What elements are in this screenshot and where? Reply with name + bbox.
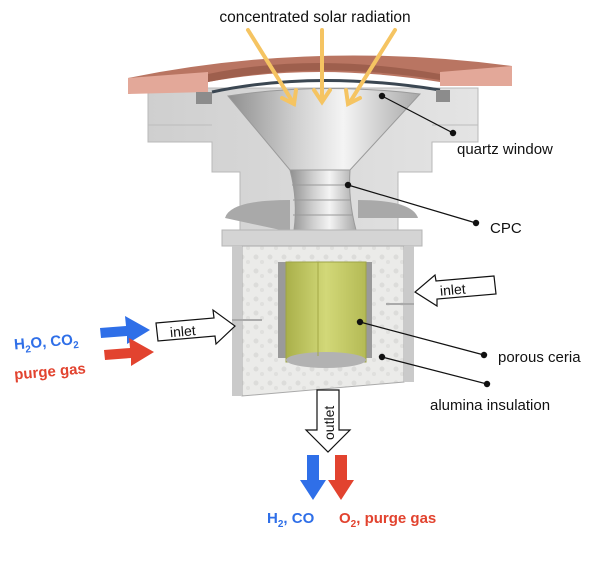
purge-label: purge gas	[14, 360, 87, 383]
inlet-right-label: inlet	[439, 281, 466, 299]
inlet-arrow-left: inlet	[155, 308, 236, 346]
label-quartz-window: quartz window	[457, 141, 553, 158]
reactant-label: H2O, CO2	[13, 331, 79, 357]
oxygen-output-arrow	[328, 455, 354, 500]
leader-lines	[347, 95, 488, 385]
reactant-input-arrow	[100, 316, 150, 344]
label-alumina-insulation: alumina insulation	[430, 397, 550, 414]
window-clamp-left	[196, 92, 212, 104]
fuel-output-label: H2, CO	[267, 510, 315, 530]
porous-ceria-cylinder	[278, 261, 372, 368]
outlet-arrow: outlet	[304, 389, 352, 453]
leader-dots	[344, 92, 491, 388]
purge-input-arrow	[104, 338, 154, 366]
solar-radiation-arrows	[246, 28, 397, 108]
fuel-output-arrow	[300, 455, 326, 500]
label-cpc: CPC	[490, 220, 522, 237]
oxygen-output-label: O2, purge gas	[339, 510, 436, 530]
inlet-arrow-right: inlet	[413, 273, 497, 308]
window-clamp-right	[436, 90, 450, 102]
title-text: concentrated solar radiation	[219, 9, 410, 26]
copper-flange	[128, 55, 512, 94]
outlet-label: outlet	[321, 406, 337, 440]
label-porous-ceria: porous ceria	[498, 349, 581, 366]
inlet-left-label: inlet	[169, 322, 196, 340]
